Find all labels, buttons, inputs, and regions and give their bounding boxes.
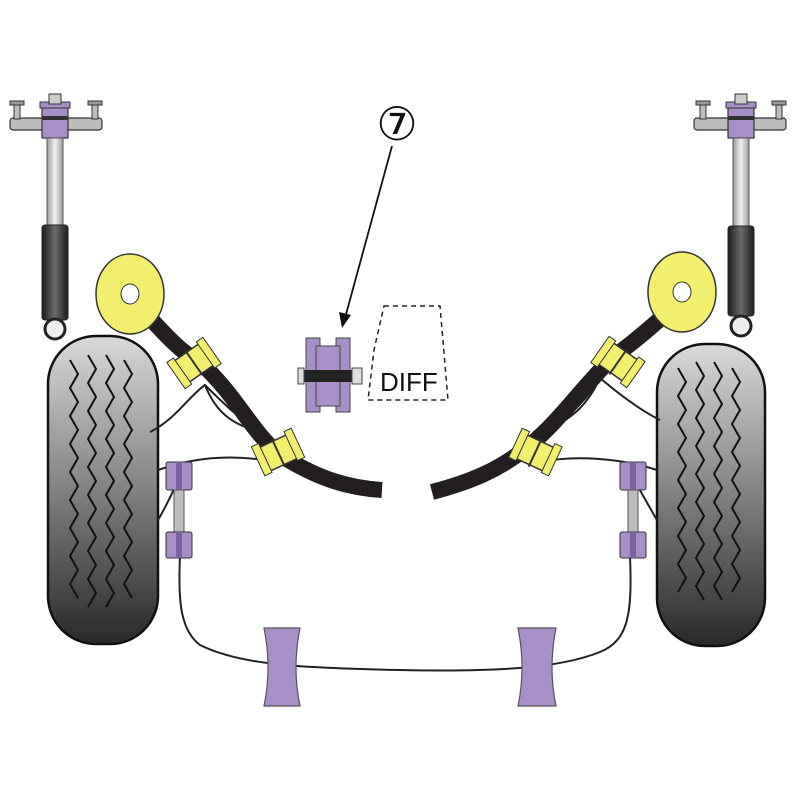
right-arb-bush-upper bbox=[590, 335, 646, 389]
callout-arrow bbox=[339, 145, 393, 328]
right-strut-assembly bbox=[693, 93, 787, 338]
left-strut-assembly bbox=[9, 93, 103, 341]
callout-marker: ⑦ bbox=[376, 98, 417, 150]
rear-beam-bush-left bbox=[263, 627, 301, 707]
left-hub-link bbox=[165, 461, 193, 559]
right-anti-roll-arm bbox=[429, 306, 674, 500]
left-top-mount bbox=[9, 93, 103, 139]
diff-housing-outline bbox=[367, 305, 449, 401]
left-strut-rod bbox=[46, 137, 64, 229]
left-tyre bbox=[46, 334, 160, 646]
left-strut-eye bbox=[43, 317, 67, 341]
diff-mount-bush bbox=[297, 337, 363, 413]
left-anti-roll-arm bbox=[144, 312, 383, 498]
diff-label: DIFF bbox=[380, 367, 438, 397]
right-top-mount bbox=[693, 93, 787, 139]
rear-beam-outline bbox=[149, 376, 661, 672]
right-arb-bush-lower bbox=[508, 427, 563, 477]
right-strut-eye bbox=[729, 314, 753, 338]
callout-number: ⑦ bbox=[376, 98, 417, 150]
right-damper-body bbox=[727, 225, 755, 317]
rear-beam-bush-right bbox=[517, 627, 557, 707]
right-strut-rod bbox=[732, 137, 750, 231]
right-hub-link bbox=[619, 461, 647, 559]
left-damper-body bbox=[41, 224, 69, 321]
left-arb-bush-lower bbox=[250, 427, 306, 477]
right-tyre bbox=[655, 342, 767, 648]
left-arb-bush-upper bbox=[166, 336, 222, 390]
left-droplink-disc bbox=[95, 253, 165, 335]
right-droplink-disc bbox=[647, 251, 717, 333]
